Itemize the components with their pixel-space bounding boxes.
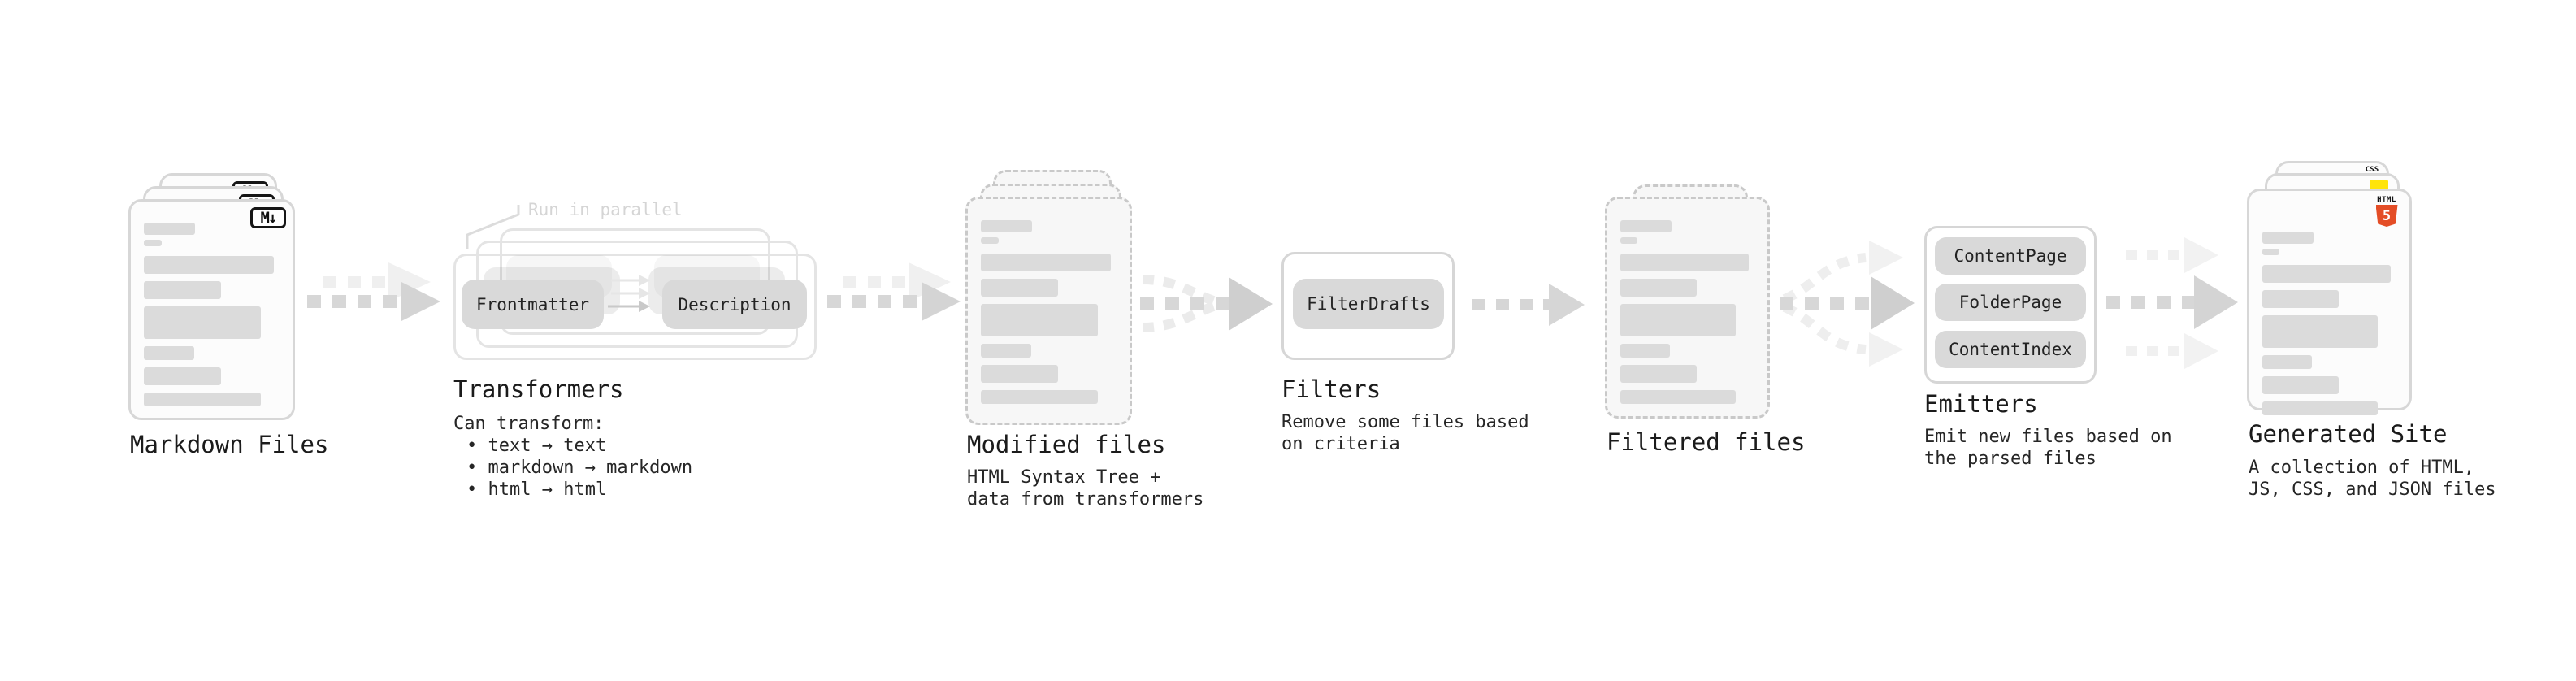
css-badge-label: CSS — [2365, 166, 2379, 174]
skeleton-text-bar — [1620, 390, 1736, 404]
skeleton-text-bar — [1620, 237, 1638, 244]
emitter-chip-folderpage: FolderPage — [1935, 284, 2086, 321]
skeleton-text-bar — [144, 306, 261, 339]
arrow-filtered-to-emitters — [1780, 241, 1915, 367]
transform-bullet: • text → text — [466, 436, 607, 456]
transformer-chip-description: Description — [662, 280, 807, 329]
caption-line: Remove some files based — [1281, 412, 1529, 432]
skeleton-text-bar — [144, 346, 194, 360]
document-skeleton — [1607, 199, 1767, 404]
skeleton-text-bar — [981, 237, 999, 244]
skeleton-text-bar — [144, 240, 162, 246]
skeleton-text-bar — [144, 223, 196, 235]
emitters-description: Emit new files based on the parsed files — [1924, 426, 2172, 470]
skeleton-text-bar — [1620, 220, 1672, 232]
skeleton-text-bar — [2262, 355, 2313, 369]
skeleton-text-bar — [2262, 376, 2340, 394]
arrow-filters-to-filtered — [1472, 284, 1585, 326]
run-in-parallel-note: Run in parallel — [528, 200, 683, 219]
skeleton-text-bar — [981, 254, 1112, 271]
stage-title-generated-site: Generated Site — [2249, 420, 2448, 448]
skeleton-text-bar — [981, 390, 1098, 404]
skeleton-text-bar — [2262, 232, 2314, 244]
skeleton-text-bar — [1620, 344, 1671, 358]
filtered-file-card-front — [1605, 197, 1770, 419]
arrow-markdown-to-transformers — [307, 262, 440, 321]
caption-line: Emit new files based on — [1924, 427, 2172, 447]
caption-line: HTML Syntax Tree + — [967, 467, 1161, 488]
generated-site-description: A collection of HTML, JS, CSS, and JSON … — [2249, 457, 2496, 501]
skeleton-text-bar — [144, 281, 222, 299]
stage-title-emitters: Emitters — [1924, 390, 2038, 418]
emitter-chip-contentpage: ContentPage — [1935, 237, 2086, 275]
markdown-badge-icon: M↓ — [250, 207, 286, 228]
document-skeleton — [968, 199, 1130, 404]
skeleton-text-bar — [2262, 315, 2378, 348]
filter-chip-filterdrafts: FilterDrafts — [1293, 279, 1444, 329]
html5-shield: 5 — [2375, 205, 2398, 227]
transform-bullet: • markdown → markdown — [466, 458, 693, 478]
arrow-modified-to-filters — [1140, 275, 1273, 332]
transformer-chip-frontmatter: Frontmatter — [462, 280, 604, 329]
skeleton-text-bar — [2262, 249, 2280, 255]
stage-title-filters: Filters — [1281, 375, 1381, 403]
skeleton-text-bar — [981, 344, 1031, 358]
skeleton-text-bar — [2262, 265, 2392, 283]
skeleton-text-bar — [2262, 290, 2340, 308]
caption-line: A collection of HTML, — [2249, 458, 2475, 478]
caption-line: data from transformers — [967, 489, 1204, 510]
modified-files-description: HTML Syntax Tree + data from transformer… — [967, 466, 1203, 510]
transformers-caption-heading: Can transform: — [453, 414, 605, 434]
skeleton-text-bar — [981, 220, 1033, 232]
skeleton-text-bar — [981, 279, 1059, 297]
arrow-emitters-to-generated — [2106, 237, 2238, 369]
arrow-transformers-to-modified — [827, 262, 961, 321]
html5-badge-label: HTML — [2377, 196, 2396, 204]
skeleton-text-bar — [1620, 279, 1698, 297]
skeleton-text-bar — [144, 393, 261, 406]
caption-line: on criteria — [1281, 434, 1400, 454]
emitter-chip-contentindex: ContentIndex — [1935, 331, 2086, 368]
filters-description: Remove some files based on criteria — [1281, 411, 1529, 455]
skeleton-text-bar — [144, 256, 275, 274]
transformer-card-front — [453, 254, 817, 360]
generated-file-card-html: HTML 5 — [2247, 189, 2412, 415]
modified-file-card-front — [965, 197, 1132, 425]
js-badge-icon — [2370, 180, 2388, 191]
stage-title-filtered-files: Filtered files — [1607, 428, 1806, 456]
transformers-description: Can transform: • text → text • markdown … — [453, 413, 692, 501]
skeleton-text-bar — [981, 304, 1098, 336]
skeleton-text-bar — [144, 367, 222, 385]
skeleton-text-bar — [1620, 365, 1698, 383]
skeleton-text-bar — [2262, 401, 2378, 415]
stage-title-transformers: Transformers — [453, 375, 624, 403]
markdown-file-card-front: M↓ — [128, 199, 295, 420]
caption-line: JS, CSS, and JSON files — [2249, 479, 2496, 500]
skeleton-text-bar — [1620, 254, 1750, 271]
document-skeleton — [2249, 191, 2409, 415]
html5-badge-icon: HTML 5 — [2373, 196, 2400, 227]
document-skeleton — [131, 202, 293, 406]
skeleton-text-bar — [1620, 304, 1736, 336]
caption-line: the parsed files — [1924, 449, 2097, 469]
stage-title-markdown-files: Markdown Files — [130, 431, 329, 458]
transform-bullet: • html → html — [466, 479, 607, 500]
stage-title-modified-files: Modified files — [967, 431, 1166, 458]
skeleton-text-bar — [981, 365, 1059, 383]
